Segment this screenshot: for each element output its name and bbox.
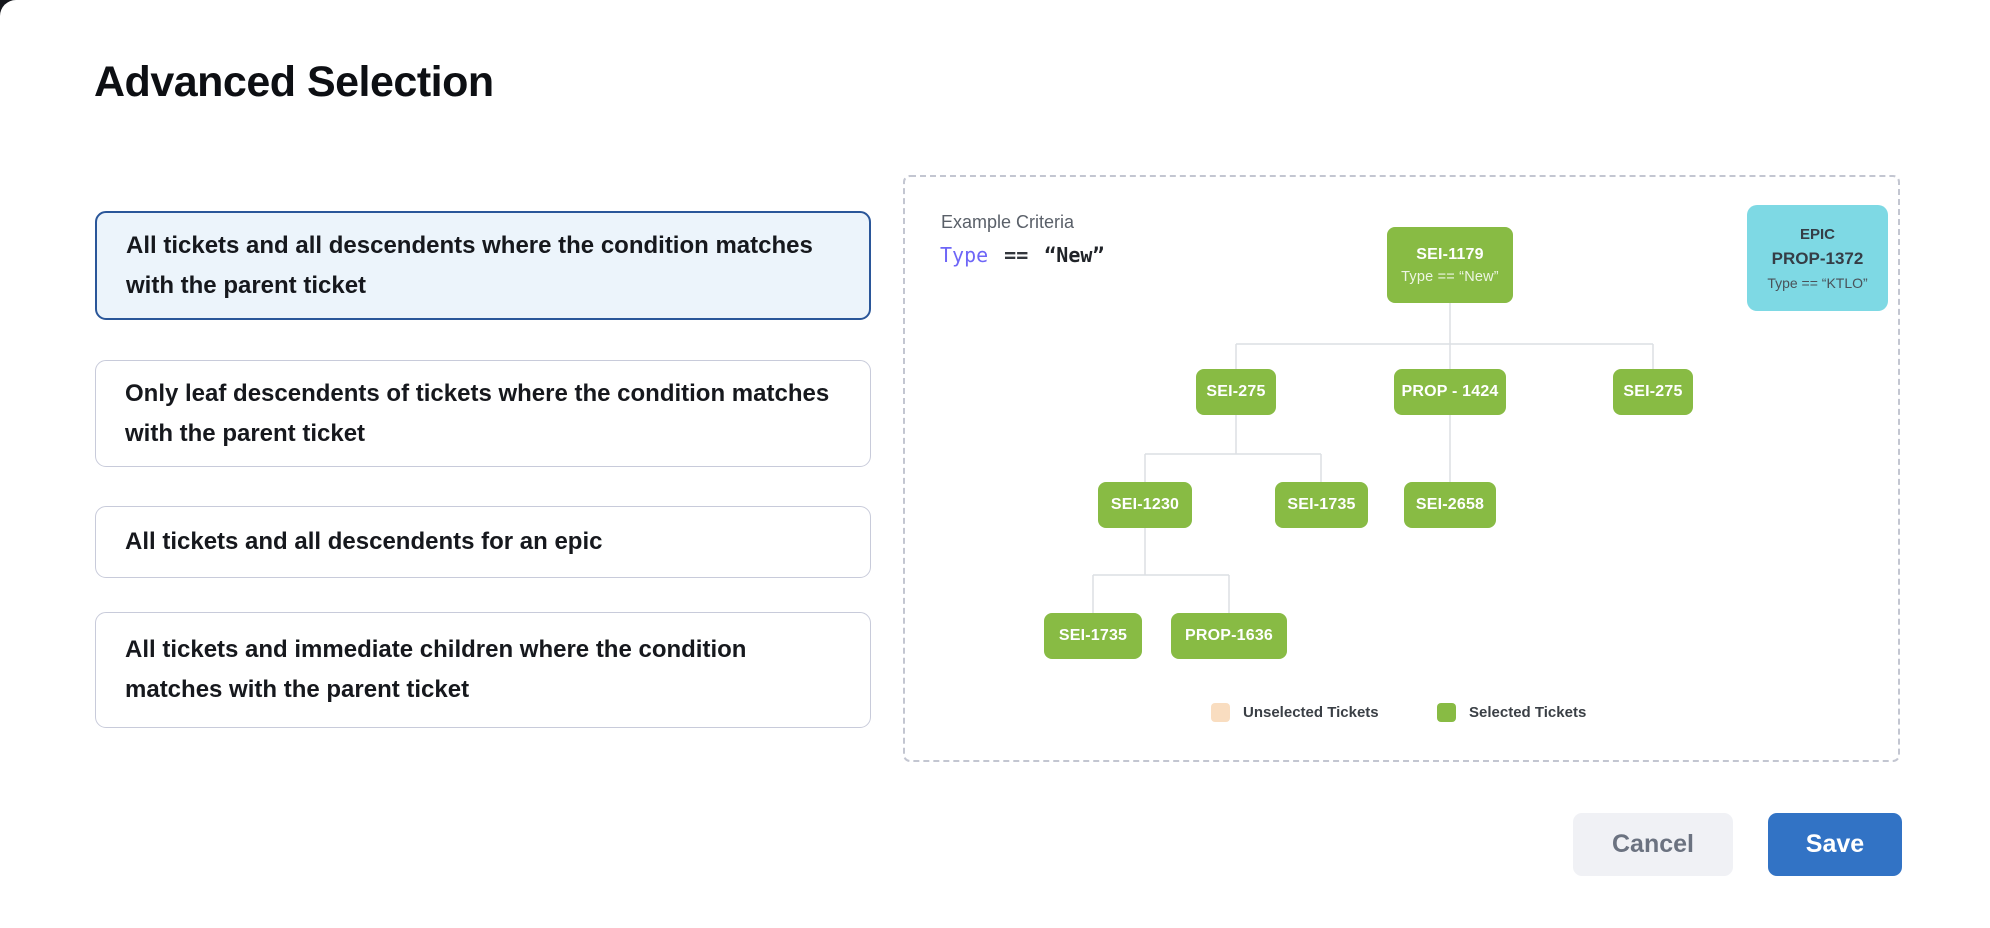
option-label: All tickets and all descendents for an e… [125, 528, 603, 555]
ticket-node: SEI-275 [1196, 369, 1276, 415]
epic-condition: Type == “KTLO” [1767, 274, 1868, 291]
option-leaf-descendents-condition[interactable]: Only leaf descendents of tickets where t… [95, 360, 871, 467]
option-label: All tickets and immediate children where… [125, 636, 747, 703]
option-label: All tickets and all descendents where th… [126, 231, 813, 299]
legend-label: Unselected Tickets [1243, 704, 1379, 721]
legend-selected: Selected Tickets [1437, 703, 1586, 722]
option-immediate-children-condition[interactable]: All tickets and immediate children where… [95, 612, 871, 728]
criteria-operator: == [1004, 243, 1029, 267]
ticket-node: PROP - 1424 [1394, 369, 1506, 415]
example-panel: Example Criteria Type == “New” EPIC PROP-1… [903, 175, 1900, 762]
criteria-field: Type [940, 243, 989, 267]
ticket-node: SEI-1230 [1098, 482, 1192, 528]
legend-unselected: Unselected Tickets [1211, 703, 1379, 722]
ticket-node: SEI-1735 [1275, 482, 1368, 528]
option-all-descendents-condition[interactable]: All tickets and all descendents where th… [95, 211, 871, 320]
ticket-condition: Type == “New” [1401, 268, 1499, 285]
example-criteria-code: Type == “New” [940, 243, 1104, 267]
option-label: Only leaf descendents of tickets where t… [125, 379, 830, 447]
criteria-value: “New” [1044, 243, 1105, 267]
ticket-node: SEI-2658 [1404, 482, 1496, 528]
cancel-button[interactable]: Cancel [1573, 813, 1733, 876]
unselected-swatch-icon [1211, 703, 1230, 722]
ticket-node: PROP-1636 [1171, 613, 1287, 659]
legend-label: Selected Tickets [1469, 704, 1587, 721]
save-button[interactable]: Save [1768, 813, 1902, 876]
option-all-descendents-epic[interactable]: All tickets and all descendents for an e… [95, 506, 871, 578]
epic-type-label: EPIC [1799, 225, 1835, 243]
ticket-id: SEI-1179 [1416, 245, 1484, 263]
selected-swatch-icon [1437, 703, 1456, 722]
epic-id: PROP-1372 [1771, 248, 1864, 268]
epic-card: EPIC PROP-1372 Type == “KTLO” [1747, 205, 1888, 311]
example-criteria-heading: Example Criteria [941, 212, 1075, 232]
ticket-node: SEI-275 [1613, 369, 1693, 415]
page-title: Advanced Selection [94, 58, 494, 106]
ticket-node-root: SEI-1179 Type == “New” [1387, 227, 1513, 303]
ticket-node: SEI-1735 [1044, 613, 1142, 659]
